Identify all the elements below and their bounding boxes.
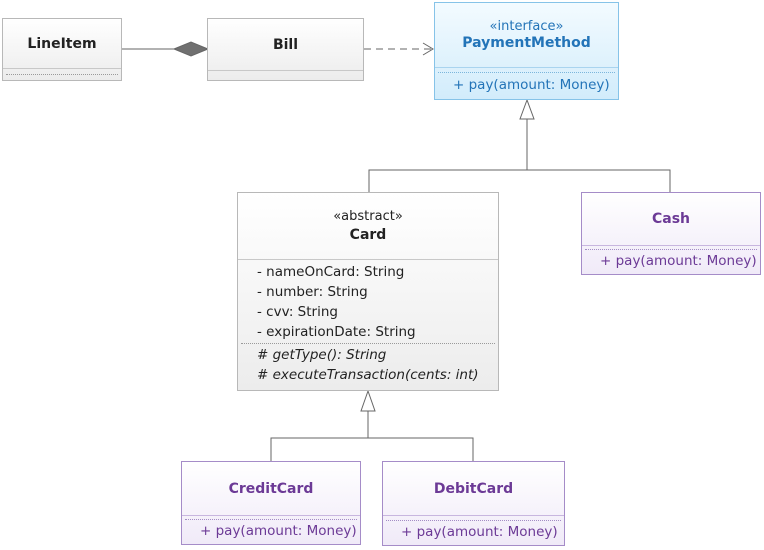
- operation: # getType(): String: [257, 347, 387, 363]
- class-cash[interactable]: Cash + pay(amount: Money): [581, 192, 761, 275]
- compartment-divider: [435, 67, 618, 68]
- class-debitcard[interactable]: DebitCard + pay(amount: Money): [382, 461, 565, 546]
- class-name: CreditCard: [228, 480, 314, 497]
- compartment-divider: [3, 68, 121, 69]
- card-branch: [368, 169, 671, 192]
- class-name: Card: [349, 227, 387, 243]
- stereotype-label: «interface»: [489, 19, 564, 34]
- operation: + pay(amount: Money): [453, 77, 610, 93]
- compartment-separator: [241, 343, 495, 344]
- class-name: DebitCard: [433, 480, 514, 497]
- compartment-separator: [585, 249, 757, 250]
- attribute: - cvv: String: [257, 304, 338, 320]
- class-name: LineItem: [27, 35, 97, 52]
- subclass-branch: [270, 437, 474, 461]
- compartment-divider: [582, 245, 760, 246]
- class-lineitem[interactable]: LineItem: [2, 18, 122, 81]
- operation: # executeTransaction(cents: int): [257, 367, 479, 383]
- class-name: Cash: [651, 211, 691, 227]
- operations-compartment: # getType(): String # executeTransaction…: [238, 344, 498, 385]
- operation: + pay(amount: Money): [600, 253, 757, 269]
- dependency-arrowhead: [422, 42, 434, 56]
- class-card[interactable]: «abstract» Card - nameOnCard: String - n…: [237, 192, 499, 391]
- stereotype-label: «abstract»: [333, 209, 403, 224]
- class-creditcard[interactable]: CreditCard + pay(amount: Money): [181, 461, 361, 545]
- attribute: - expirationDate: String: [257, 324, 416, 340]
- interface-paymentmethod[interactable]: «interface» PaymentMethod + pay(amount: …: [434, 2, 619, 100]
- operation: + pay(amount: Money): [401, 524, 558, 540]
- realization-triangle: [519, 98, 535, 120]
- compartment-divider: [182, 515, 360, 516]
- compartment-divider: [208, 70, 363, 71]
- class-name: Bill: [272, 36, 299, 53]
- class-name: PaymentMethod: [462, 35, 591, 51]
- operation: + pay(amount: Money): [200, 523, 357, 539]
- generalization-triangle: [360, 389, 376, 412]
- compartment-separator: [185, 519, 357, 520]
- compartment-separator: [386, 520, 561, 521]
- class-bill[interactable]: Bill: [207, 18, 364, 81]
- compartment-divider: [238, 259, 498, 260]
- attribute: - nameOnCard: String: [257, 264, 405, 280]
- compartment-separator: [438, 72, 615, 73]
- compartment-divider: [383, 515, 564, 516]
- attributes-compartment: - nameOnCard: String - number: String - …: [238, 260, 498, 343]
- attribute: - number: String: [257, 284, 368, 300]
- compartment-separator: [6, 74, 118, 75]
- composition-diamond: [172, 41, 210, 57]
